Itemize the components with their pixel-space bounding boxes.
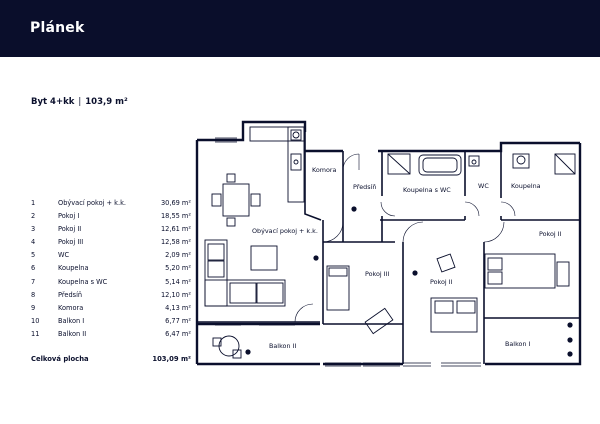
room-area: 12,10 m² xyxy=(160,290,191,299)
unit-type: Byt 4+kk xyxy=(31,97,75,107)
room-number: 5 xyxy=(31,251,36,260)
label-living: Obývací pokoj + k.k. xyxy=(252,227,318,235)
total-label: Celková plocha xyxy=(31,355,89,363)
room-area: 4,13 m² xyxy=(165,303,191,312)
room-name: Pokoj II xyxy=(58,225,82,234)
room-row: 10 Balkon I 6,77 m² xyxy=(31,315,191,328)
room-name: Předsíň xyxy=(58,290,83,299)
total-area-row: Celková plocha 103,09 m² xyxy=(31,353,191,365)
label-predsin: Předsíň xyxy=(353,183,376,191)
label-wc: WC xyxy=(478,182,489,190)
room-number: 8 xyxy=(31,290,36,299)
room-number: 10 xyxy=(31,316,40,325)
label-koupelna-wc: Koupelna s WC xyxy=(403,186,451,194)
room-name: Obývací pokoj + k.k. xyxy=(58,199,126,207)
unit-separator: | xyxy=(78,97,82,107)
kitchen-counter xyxy=(249,126,305,203)
label-komora: Komora xyxy=(312,166,337,174)
room-number: 4 xyxy=(31,238,36,247)
windows xyxy=(215,137,481,367)
page-header: Plánek xyxy=(0,0,600,57)
floor-plan: Obývací pokoj + k.k. Komora Předsíň Koup… xyxy=(195,120,582,367)
door-arcs xyxy=(294,153,516,323)
room-area: 2,09 m² xyxy=(165,251,191,260)
room-row: 3 Pokoj II 12,61 m² xyxy=(31,223,191,236)
room-area: 12,61 m² xyxy=(160,225,191,234)
room-row: 6 Koupelna 5,20 m² xyxy=(31,262,191,275)
room-number: 3 xyxy=(31,225,36,234)
total-area: 103,09 m² xyxy=(152,355,191,363)
room-number: 6 xyxy=(31,264,36,273)
room-list: 1 Obývací pokoj + k.k. 30,69 m² 2 Pokoj I 18… xyxy=(31,197,191,341)
room-name: Pokoj III xyxy=(58,238,84,247)
room-name: Koupelna s WC xyxy=(58,277,108,286)
room-row: 7 Koupelna s WC 5,14 m² xyxy=(31,276,191,289)
room-area: 6,77 m² xyxy=(165,316,191,325)
room-row: 11 Balkon II 6,47 m² xyxy=(31,328,191,341)
room-row: 1 Obývací pokoj + k.k. 30,69 m² xyxy=(31,197,191,210)
label-koupelna: Koupelna xyxy=(511,182,541,190)
interior-walls xyxy=(197,132,580,364)
label-balkon-ii: Balkon II xyxy=(269,342,296,350)
plant-icons xyxy=(245,206,573,357)
room-row: 4 Pokoj III 12,58 m² xyxy=(31,236,191,249)
sofa xyxy=(204,239,286,307)
label-pokoj-ii: Pokoj II xyxy=(430,278,453,286)
room-area: 6,47 m² xyxy=(165,329,191,338)
room-name: Komora xyxy=(58,303,84,312)
bedroom-furniture xyxy=(326,253,570,335)
room-area: 5,14 m² xyxy=(165,277,191,286)
room-area: 5,20 m² xyxy=(165,264,191,273)
room-row: 2 Pokoj I 18,55 m² xyxy=(31,210,191,223)
room-area: 12,58 m² xyxy=(160,238,191,247)
dining-table xyxy=(211,173,261,227)
room-number: 2 xyxy=(31,212,36,221)
room-labels: Obývací pokoj + k.k. Komora Předsíň Koup… xyxy=(252,166,562,350)
bathroom-fixtures xyxy=(387,153,576,176)
room-number: 11 xyxy=(31,329,40,338)
label-balkon-i: Balkon I xyxy=(505,340,531,348)
room-row: 8 Předsíň 12,10 m² xyxy=(31,289,191,302)
room-area: 18,55 m² xyxy=(160,212,191,221)
room-row: 9 Komora 4,13 m² xyxy=(31,302,191,315)
room-number: 1 xyxy=(31,199,36,207)
label-pokoj-iii: Pokoj III xyxy=(365,270,389,278)
room-name: Pokoj I xyxy=(58,212,80,221)
room-row: 5 WC 2,09 m² xyxy=(31,249,191,262)
balcony-furniture xyxy=(212,335,242,359)
room-name: Balkon I xyxy=(58,316,85,325)
room-area: 30,69 m² xyxy=(160,199,191,207)
exterior-walls xyxy=(195,120,582,366)
unit-area: 103,9 m² xyxy=(85,97,128,107)
room-number: 7 xyxy=(31,277,36,286)
page-title: Plánek xyxy=(30,20,85,36)
room-number: 9 xyxy=(31,303,36,312)
unit-summary: Byt 4+kk|103,9 m² xyxy=(31,97,128,107)
label-pokoj-i: Pokoj II xyxy=(539,230,562,238)
room-name: WC xyxy=(58,251,70,260)
room-name: Balkon II xyxy=(58,329,87,338)
room-name: Koupelna xyxy=(58,264,89,273)
